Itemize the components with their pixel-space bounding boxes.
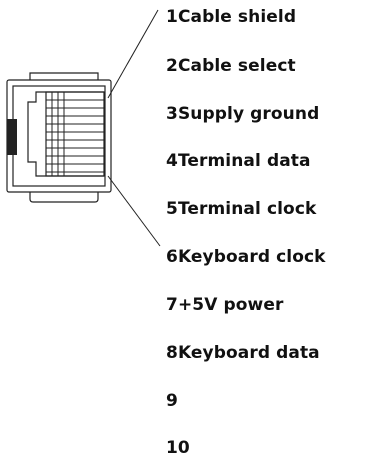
pin-item: 9 <box>166 390 178 412</box>
pin-number: 1 <box>166 7 178 27</box>
latch-block <box>7 119 17 155</box>
pin-number: 3 <box>166 104 178 124</box>
pin-number: 10 <box>166 438 190 458</box>
pin-item: 4Terminal data <box>166 150 311 172</box>
leader-line-bottom <box>107 175 161 247</box>
pin-label: Keyboard clock <box>177 247 326 267</box>
pin-item: 2Cable select <box>166 55 296 77</box>
pin-item: 3Supply ground <box>166 103 319 125</box>
leader-line-top <box>107 9 159 99</box>
pin-number: 2 <box>166 56 178 76</box>
pin-item: 1Cable shield <box>166 6 296 28</box>
pin-item: 6Keyboard clock <box>166 246 326 268</box>
pin-label: Cable select <box>177 56 296 76</box>
pin-number: 9 <box>166 391 178 411</box>
rj-connector-icon <box>6 72 112 203</box>
pin-number: 4 <box>166 151 178 171</box>
pin-item: 7+5V power <box>166 294 283 316</box>
pin-number: 8 <box>166 343 178 363</box>
pin-label: Supply ground <box>177 104 320 124</box>
contact-lines <box>51 92 65 176</box>
pin-label: +5V power <box>177 295 284 315</box>
pin-number: 7 <box>166 295 178 315</box>
pin-item: 10 <box>166 437 190 459</box>
pin-item: 8Keyboard data <box>166 342 320 364</box>
pin-label: Terminal data <box>177 151 311 171</box>
pin-label: Keyboard data <box>177 343 320 363</box>
pin-item: 5Terminal clock <box>166 198 316 220</box>
pin-label: Terminal clock <box>177 199 317 219</box>
pin-lines <box>46 99 104 173</box>
pin-label: Cable shield <box>177 7 297 27</box>
pin-number: 6 <box>166 247 178 267</box>
pin-number: 5 <box>166 199 178 219</box>
